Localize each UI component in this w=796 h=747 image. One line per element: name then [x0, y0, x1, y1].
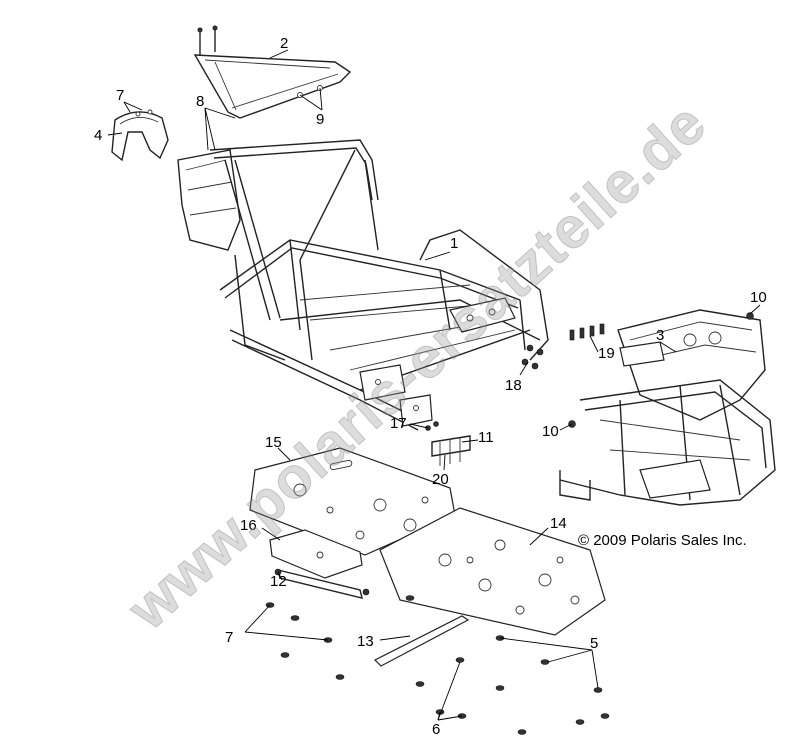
part-strip: [373, 615, 470, 667]
callout-20: 20: [432, 471, 449, 488]
callout-10a: 10: [750, 289, 767, 306]
bolt-cluster-17: [425, 421, 439, 431]
part-main-frame: [177, 139, 549, 431]
callout-6: 6: [432, 721, 440, 738]
bracket-cluster-20-11: [431, 435, 471, 466]
callout-15: 15: [265, 434, 282, 451]
callout-8: 8: [196, 93, 204, 110]
callout-labels: 1 2 3 4 5 6 7 7 8 9 10 10 11 12 13 14 15…: [94, 35, 767, 738]
part-fasteners: [265, 595, 610, 735]
bolt-cluster-19: [569, 323, 605, 341]
part-front-floor-panel: [379, 507, 606, 636]
callout-7a: 7: [225, 629, 233, 646]
part-hardware: [425, 323, 605, 466]
part-front-frame: [559, 309, 776, 506]
callout-12: 12: [270, 573, 287, 590]
callout-17: 17: [390, 415, 407, 432]
callout-11: 11: [478, 429, 494, 446]
callout-leaders: [107, 49, 761, 721]
callout-18: 18: [505, 377, 522, 394]
part-upper-brace: [193, 25, 352, 119]
part-small-panel: [269, 529, 363, 579]
callout-10b: 10: [542, 423, 559, 440]
callout-9: 9: [316, 111, 324, 128]
part-bracket: [111, 109, 169, 162]
callout-13: 13: [357, 633, 374, 650]
copyright-notice: © 2009 Polaris Sales Inc.: [578, 532, 747, 549]
callout-2: 2: [280, 35, 288, 52]
callout-1: 1: [450, 235, 458, 252]
callout-4: 4: [94, 127, 102, 144]
callout-5: 5: [590, 635, 598, 652]
callout-3: 3: [656, 327, 664, 344]
callout-7b: 7: [116, 87, 124, 104]
callout-16: 16: [240, 517, 257, 534]
callout-14: 14: [550, 515, 567, 532]
callout-19: 19: [598, 345, 615, 362]
